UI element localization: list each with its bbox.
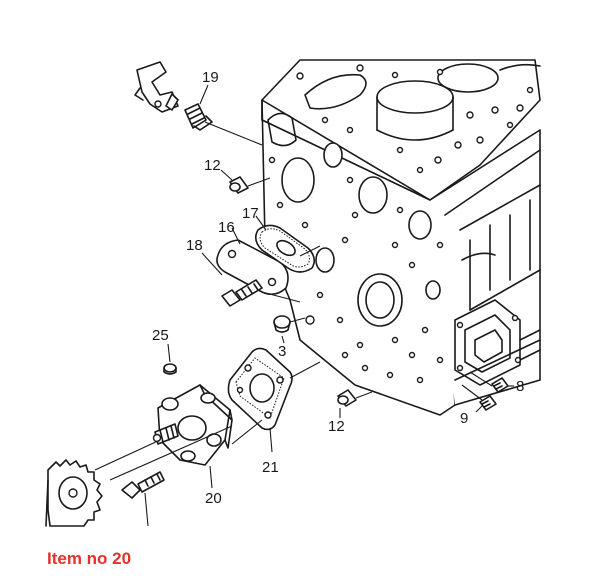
part-12-upper-dowel <box>220 169 271 194</box>
drive-gear <box>45 459 103 527</box>
assembly-alignment-lines <box>109 245 321 481</box>
part-20-oil-pump <box>94 384 233 489</box>
callout-16: 16 <box>218 219 235 236</box>
callout-3: 3 <box>278 343 286 360</box>
part-19-fitting <box>134 61 263 146</box>
callout-20: 20 <box>205 490 222 507</box>
callout-25: 25 <box>152 327 169 344</box>
callout-9: 9 <box>460 410 468 427</box>
part-17-gasket <box>254 215 316 273</box>
callout-18: 18 <box>186 237 203 254</box>
engine-block <box>261 59 541 416</box>
part-3-plug <box>273 315 291 344</box>
part-16-cover-plate <box>216 227 289 296</box>
callout-labels: 19 12 17 16 18 25 3 12 8 9 21 20 <box>152 69 524 507</box>
callout-12-upper: 12 <box>204 157 221 174</box>
item-caption: Item no 20 <box>47 549 132 568</box>
part-12-lower-dowel <box>337 389 373 418</box>
callout-17: 17 <box>242 205 259 222</box>
part-21-gasket-plate <box>227 347 293 453</box>
callout-21: 21 <box>262 459 279 476</box>
callout-12-lower: 12 <box>328 418 345 435</box>
callout-8: 8 <box>516 378 524 395</box>
part-9-stud <box>461 384 497 413</box>
callout-19: 19 <box>202 69 219 86</box>
part-8-stud <box>469 371 514 393</box>
part-20-mounting-bolt <box>121 471 165 527</box>
part-18-bolt <box>201 252 263 307</box>
part-25-ring <box>163 343 177 375</box>
